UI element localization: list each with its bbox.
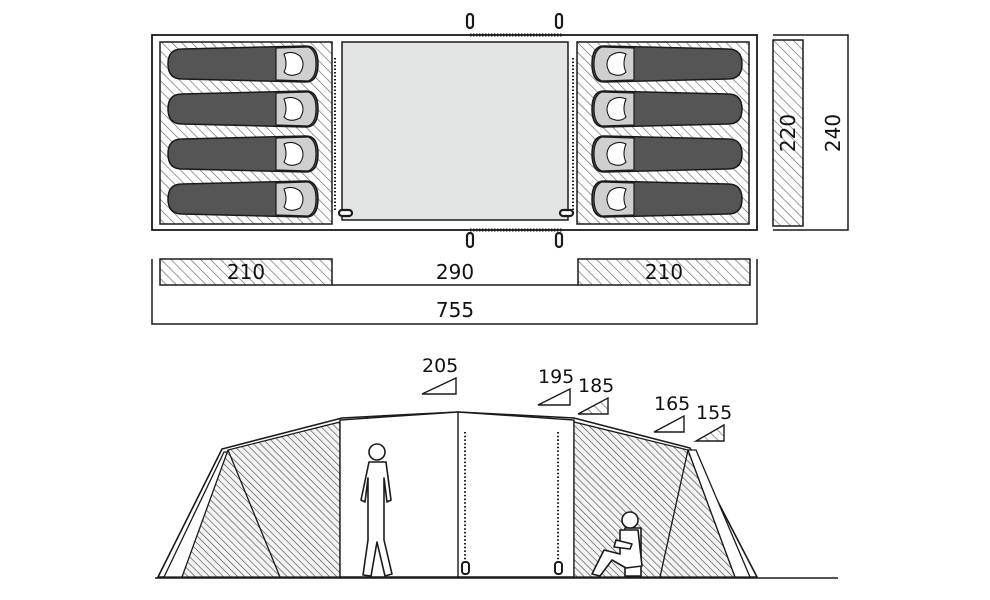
height-triangle [653,414,685,433]
sleeping-bag-icon [591,180,743,218]
living-width-label: 290 [436,260,474,284]
left-seam [227,449,281,578]
height-label: 185 [578,375,614,397]
height-triangle [537,387,571,406]
sleeping-bag-icon [591,90,743,128]
bedroom-left-width-label: 210 [227,260,265,284]
height-triangle [421,376,457,395]
height-marker-165: 165 [653,393,690,433]
floor-plan: 220 240 210 210 290 755 [151,12,849,325]
sleeping-bag-icon [167,180,319,218]
outer-depth-bracket [773,34,849,231]
depth-inner-label: 220 [776,114,800,152]
height-label: 195 [538,366,574,388]
height-marker-185: 185 [577,375,614,415]
right-end-panel [687,449,751,578]
height-marker-195: 195 [537,366,574,406]
bedroom-right-width-label: 210 [645,260,683,284]
bedroom-right-width-bar [577,258,751,286]
depth-outer-label: 240 [821,114,845,152]
standing-person-icon [360,443,393,577]
sleeping-bag-icon [167,90,319,128]
sleeping-bags-right [591,45,743,218]
zip-pull-1 [461,561,470,575]
height-triangle [577,396,609,415]
sleeping-bag-icon [167,135,319,173]
sleeping-bag-icon [591,135,743,173]
overall-width-bracket [151,259,758,325]
bedroom-left-width-bar [159,258,333,286]
overall-width-label: 755 [436,298,474,322]
height-triangle [693,423,725,442]
sleeping-bag-icon [591,45,743,83]
height-label: 155 [696,402,732,424]
zip-pull-2 [554,561,563,575]
height-marker-155: 155 [693,402,732,442]
height-label: 205 [422,355,458,377]
sleeping-bags-left [167,45,319,218]
height-label: 165 [654,393,690,415]
living-side [339,411,575,578]
sitting-person-icon [591,511,643,577]
living-area [341,41,569,221]
height-marker-205: 205 [421,355,458,395]
right-seam [659,449,689,578]
sleeping-bag-icon [167,45,319,83]
inner-depth-strip [772,39,804,227]
pole-toggles [337,12,575,249]
